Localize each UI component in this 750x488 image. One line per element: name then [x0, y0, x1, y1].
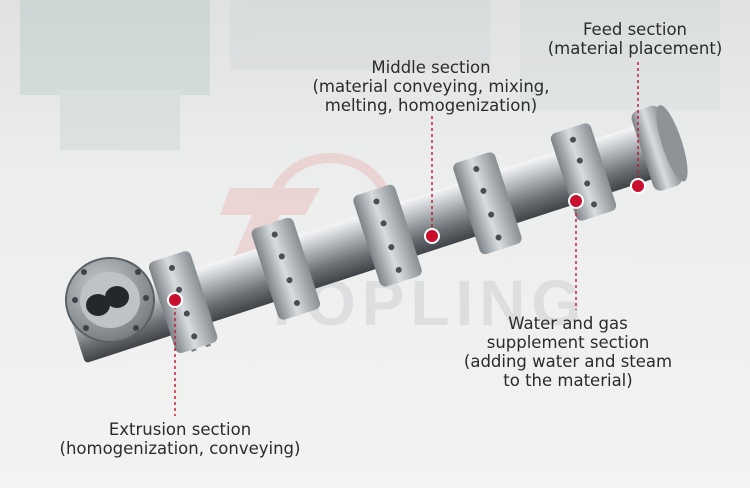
middle-title: Middle section — [371, 58, 491, 77]
feed-marker — [630, 178, 646, 194]
feed-section-callout: Feed section (material placement) — [520, 20, 750, 58]
extrusion-title: Extrusion section — [108, 420, 252, 439]
middle-detail-1: (material conveying, mixing, — [312, 77, 550, 96]
middle-marker — [424, 228, 440, 244]
water-line-2: supplement section — [486, 333, 650, 352]
extrusion-detail: (homogenization, conveying) — [59, 439, 301, 458]
feed-detail: (material placement) — [547, 39, 723, 58]
extrusion-section-callout: Extrusion section (homogenization, conve… — [30, 420, 330, 458]
water-gas-section-callout: Water and gas supplement section (adding… — [436, 314, 700, 390]
water-detail-1: (adding water and steam — [463, 352, 673, 371]
flanges — [148, 123, 617, 354]
middle-detail-2: melting, homogenization) — [324, 96, 538, 115]
section-markers — [167, 178, 646, 308]
extrusion-marker — [167, 292, 183, 308]
background-machinery — [20, 0, 720, 150]
barrel — [68, 105, 688, 363]
water-marker — [568, 193, 584, 209]
barrel-end-face — [65, 257, 155, 343]
water-detail-2: to the material) — [503, 371, 633, 390]
water-title: Water and gas — [508, 314, 628, 333]
middle-section-callout: Middle section (material conveying, mixi… — [283, 58, 579, 115]
leader-lines — [174, 62, 639, 416]
feed-title: Feed section — [582, 20, 688, 39]
